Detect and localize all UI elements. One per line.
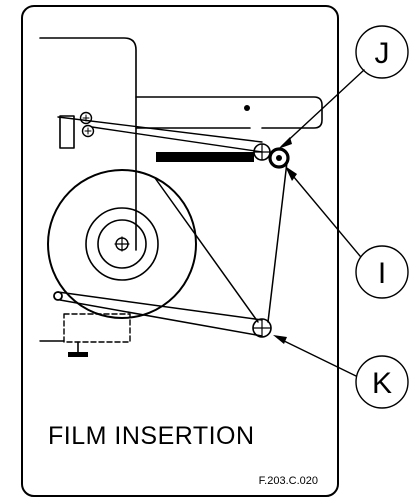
roller-K [252,318,272,338]
top-left-roller-upper [79,111,93,125]
film-path-I-to-K [267,161,288,323]
callout-letter-J: J [375,37,390,70]
leader-arrow-I [285,166,297,181]
tension-arm-upper-edge [57,291,263,321]
arm-plate-upper [135,96,323,129]
leader-arrow-K [273,335,287,344]
film-path-upper [57,116,263,143]
top-left-roller-lower [81,124,95,138]
callout-letter-I: I [378,257,386,290]
figure-code: F.203.C.020 [259,475,318,487]
tension-arm-lower-edge [59,299,263,337]
left-guide-block [59,115,75,149]
sensor-dashed-box [63,313,131,343]
film-reel [47,169,197,319]
film-path-reel-to-K [154,177,259,323]
leader-line-J [281,69,365,147]
roller-I [268,147,290,169]
callout-circle-J [355,25,409,79]
slide-bar [156,152,254,162]
callout-circle-I [355,245,409,299]
callout-letter-K: K [372,367,392,400]
leader-arrow-J [278,137,292,149]
arm-plate-pivot-dot [244,105,250,111]
diagram-title: FILM INSERTION [48,422,255,450]
film-path-lower [91,126,263,153]
leader-line-K [277,337,357,377]
leader-line-I [287,169,361,257]
callout-circle-K [355,355,409,409]
machine-panel-frame [21,5,339,497]
tension-arm-pivot [53,291,63,301]
upper-housing-outline [39,37,137,251]
sensor-foot [68,352,88,357]
upper-right-roller [253,143,271,161]
